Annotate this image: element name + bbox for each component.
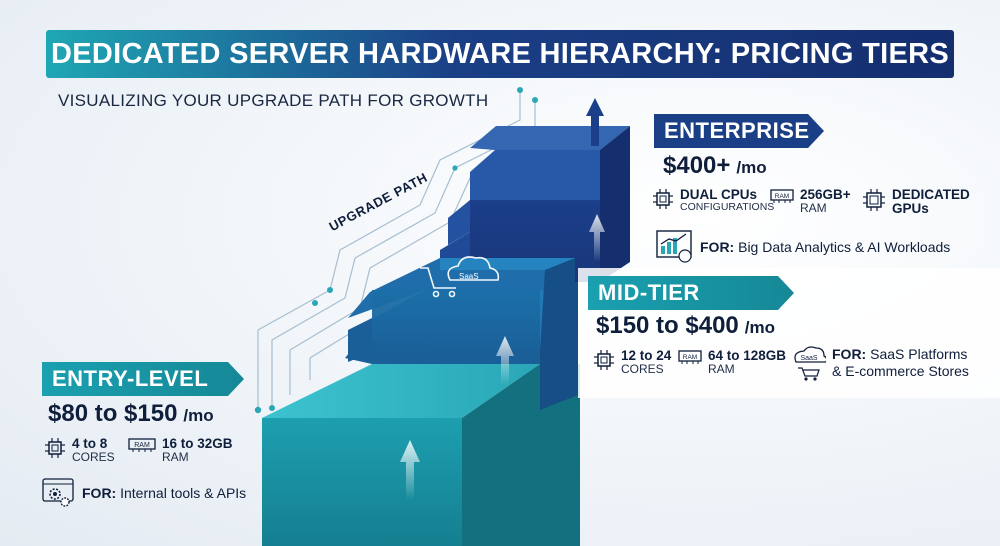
svg-text:RAM: RAM (134, 442, 150, 449)
for-entry: FOR: Internal tools & APIs (42, 478, 246, 508)
spec-enterprise-ram: RAM 256GB+RAM (770, 187, 851, 215)
cpu-icon (45, 438, 65, 458)
saas-cart-icon: SaaS (794, 346, 826, 381)
price-enterprise: $400+/mo (663, 152, 767, 179)
tier-name-mid: MID-TIER (598, 280, 700, 305)
up-arrow-icons (400, 98, 605, 500)
ram-icon: RAM (770, 189, 794, 203)
for-enterprise: FOR: Big Data Analytics & AI Workloads (656, 230, 950, 264)
page-subtitle: VISUALIZING YOUR UPGRADE PATH FOR GROWTH (58, 91, 489, 110)
ram-icon: RAM (128, 438, 156, 452)
svg-text:RAM: RAM (683, 354, 697, 361)
tier-name-enterprise: ENTERPRISE (664, 118, 810, 143)
svg-text:SaaS: SaaS (800, 355, 817, 362)
svg-text:RAM: RAM (775, 193, 789, 200)
ram-icon: RAM (678, 350, 702, 364)
page-title: DEDICATED SERVER HARDWARE HIERARCHY: PRI… (51, 37, 949, 70)
stair-saas-label: SaaS (459, 272, 479, 281)
saas-cart-icon (420, 256, 500, 298)
tier-tag-mid: MID-TIER (588, 276, 794, 310)
price-mid: $150 to $400/mo (596, 312, 776, 339)
price-entry: $80 to $150/mo (48, 400, 214, 427)
cpu-icon (653, 189, 673, 209)
gear-settings-icon (42, 478, 74, 507)
analytics-chart-icon (656, 230, 692, 263)
title-banner: DEDICATED SERVER HARDWARE HIERARCHY: PRI… (46, 30, 954, 78)
circuit-nodes (254, 87, 538, 414)
tier-tag-enterprise: ENTERPRISE (654, 114, 824, 148)
tier-name-entry: ENTRY-LEVEL (52, 366, 209, 391)
gpu-icon (863, 189, 885, 211)
for-mid: SaaS FOR: SaaS Platforms& E-commerce Sto… (790, 346, 969, 382)
cpu-icon (594, 350, 614, 370)
tier-tag-entry: ENTRY-LEVEL (42, 362, 244, 396)
